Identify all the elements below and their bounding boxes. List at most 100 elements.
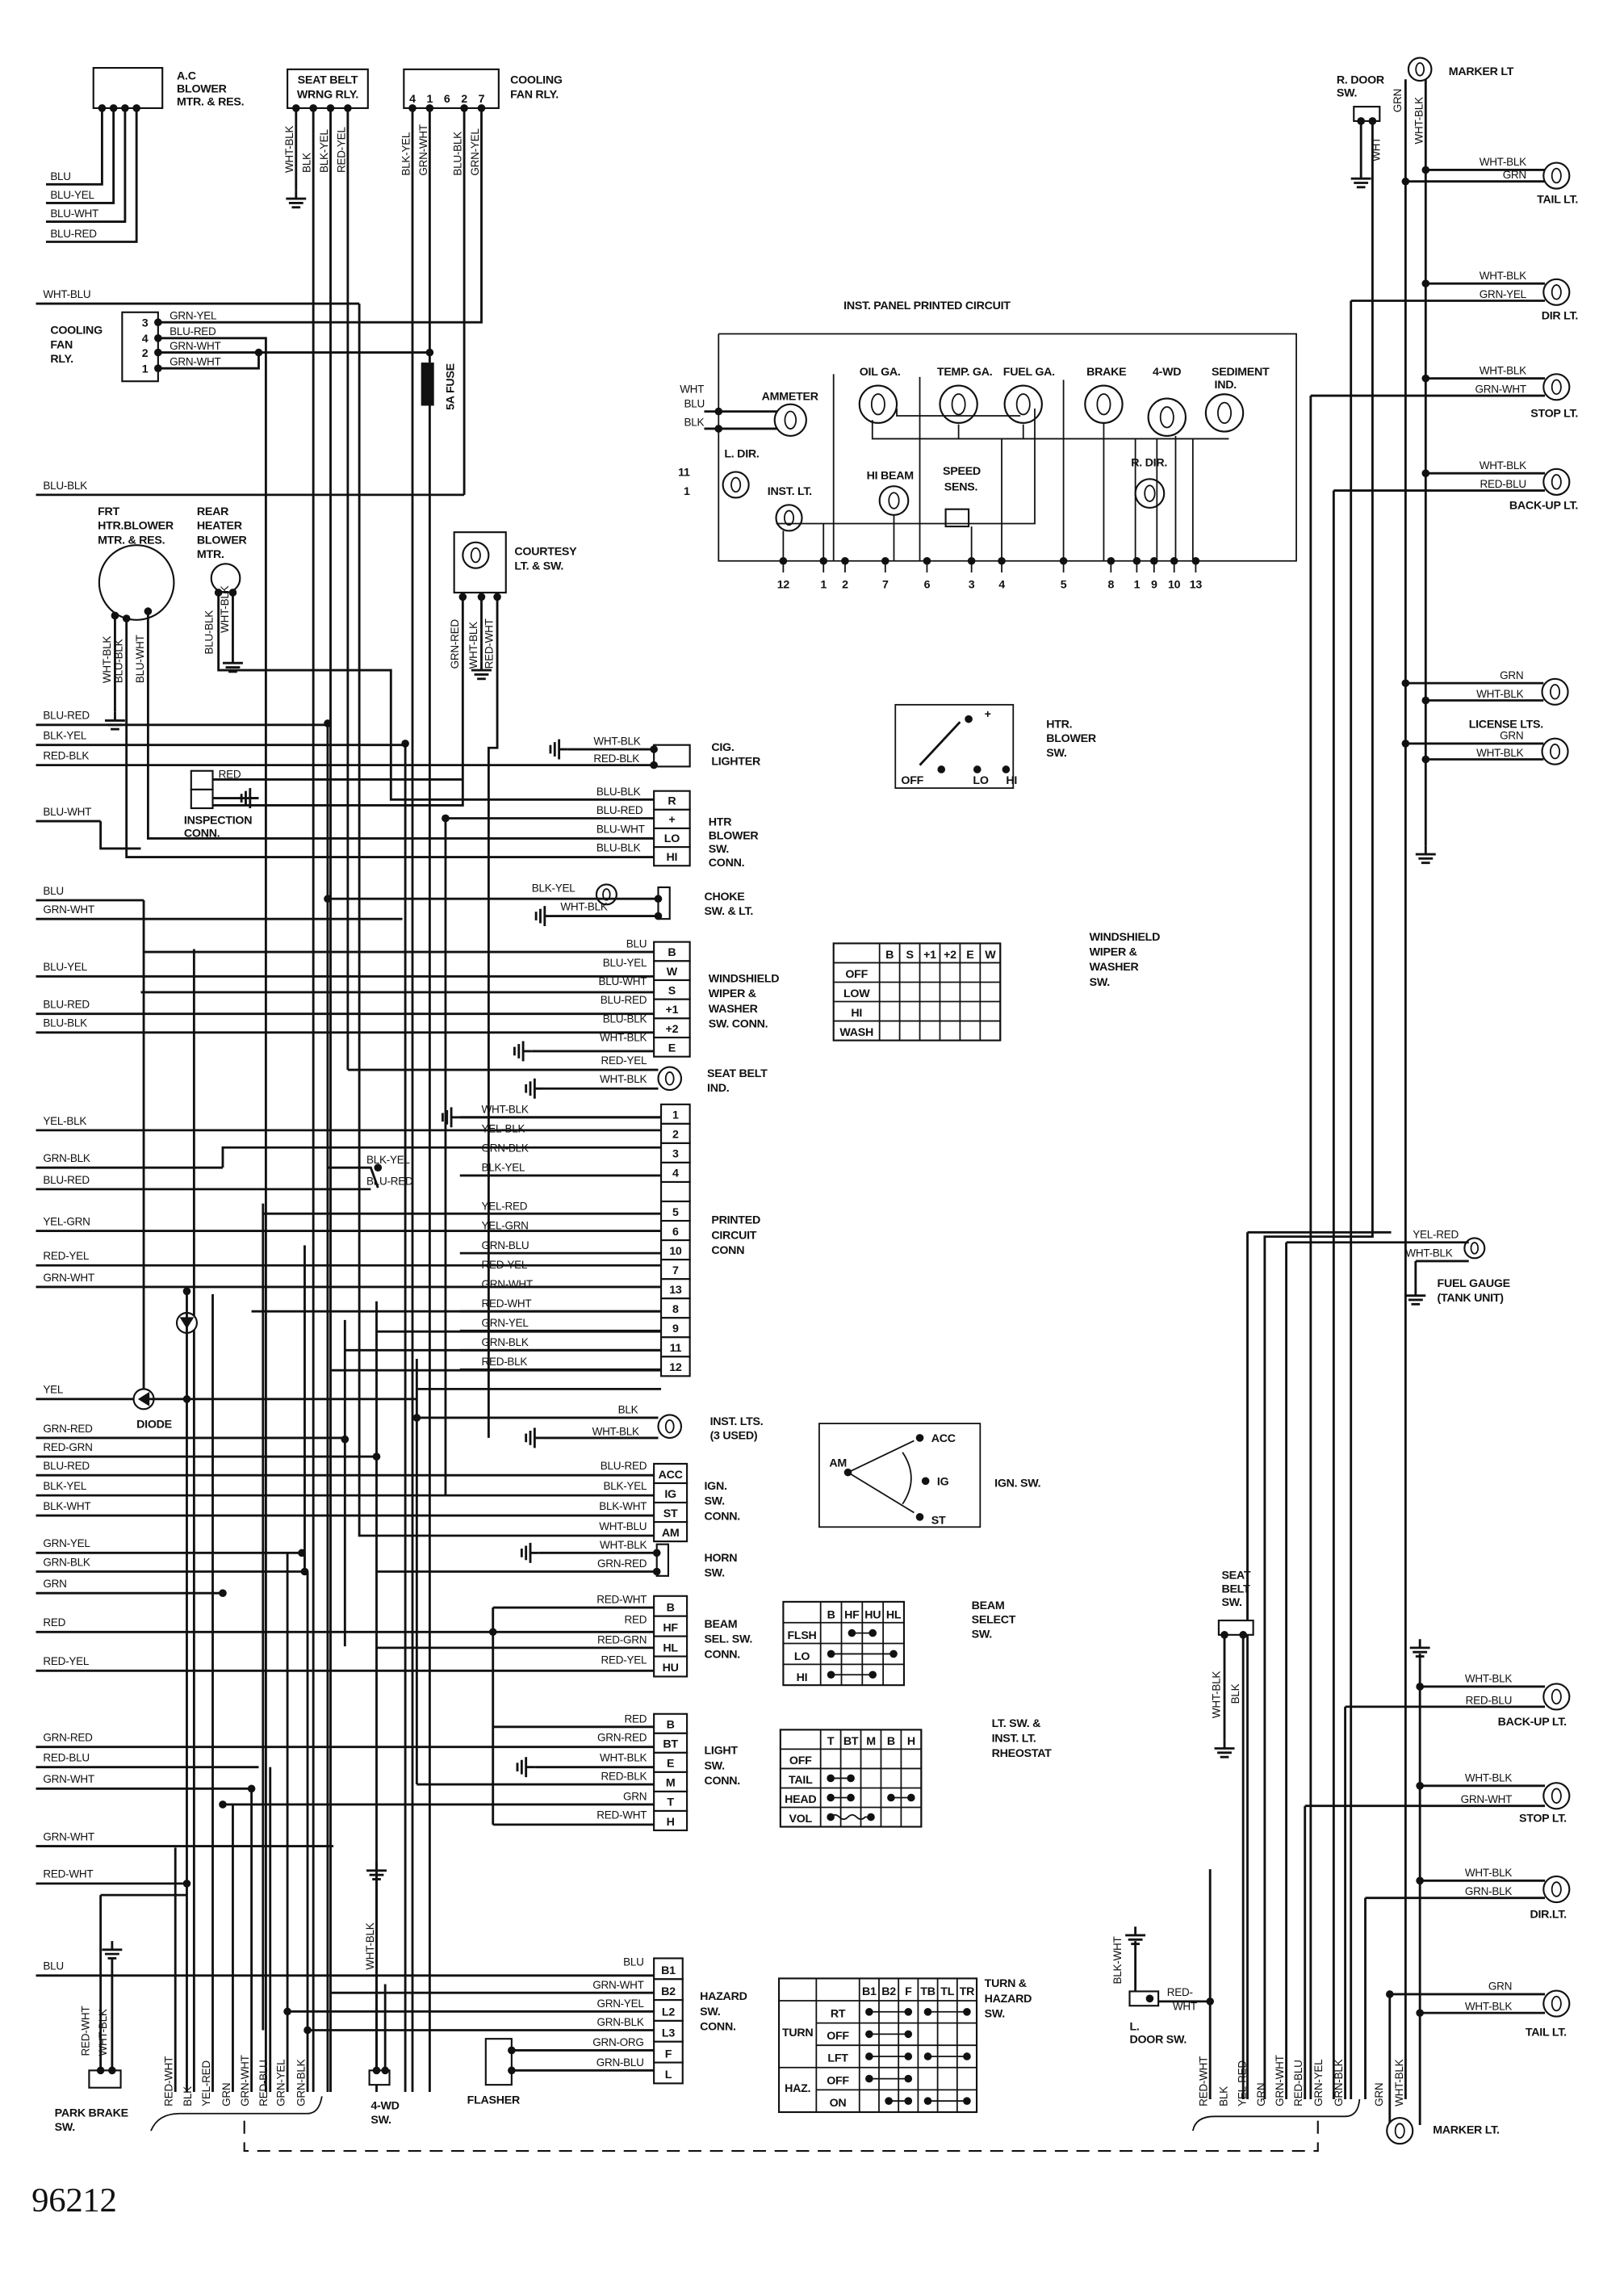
harness-wire-label: YEL-BLK bbox=[43, 1115, 86, 1127]
table-column-header: B1 bbox=[862, 1985, 877, 1998]
turn-hazard-sw-label: HAZARD bbox=[985, 1993, 1032, 2006]
junction-dot bbox=[458, 593, 467, 602]
junction-dot bbox=[219, 1589, 227, 1598]
choke-switch bbox=[657, 886, 671, 920]
contact-dot bbox=[923, 2007, 932, 2016]
junction-dot bbox=[300, 1567, 309, 1576]
seat-belt-sw-label: SW. bbox=[1221, 1596, 1241, 1609]
flasher-label: FLASHER bbox=[467, 2094, 520, 2106]
lamp-filament-icon bbox=[784, 509, 795, 526]
contact-dot bbox=[865, 2052, 873, 2060]
gauge-icon bbox=[1204, 393, 1245, 433]
pin-label: HF bbox=[663, 1621, 678, 1634]
wire bbox=[45, 107, 138, 243]
panel-lamp-label: SEDIMENT bbox=[1212, 366, 1270, 379]
pin-label: 12 bbox=[669, 1361, 682, 1374]
connector-pin bbox=[659, 1200, 691, 1222]
r-door-sw-label: SW. bbox=[1337, 87, 1357, 100]
seat-belt-sw-label: SEAT bbox=[1221, 1569, 1250, 1582]
pin-label: 4 bbox=[142, 333, 149, 346]
pin-label: L2 bbox=[662, 2006, 675, 2019]
terminal-label: 7 bbox=[882, 579, 889, 592]
choke-label: SW. & LT. bbox=[704, 905, 753, 918]
wire-label: GRN-YEL bbox=[1480, 288, 1527, 300]
inst-lt-lamp-icon bbox=[775, 504, 803, 532]
license-lamp-icon bbox=[1541, 677, 1569, 706]
harness-wire-label: BLU-BLK bbox=[43, 480, 87, 492]
contact-dot bbox=[827, 1670, 835, 1679]
wire-label: BLK-YEL bbox=[318, 129, 330, 173]
terminal-label: 12 bbox=[777, 579, 790, 592]
marker-lt-label: MARKER LT. bbox=[1433, 2124, 1499, 2137]
terminal-label: 1 bbox=[684, 485, 690, 498]
bundle-wire-label: GRN bbox=[220, 2083, 232, 2106]
wire-label: RED-WHT bbox=[596, 1809, 647, 1821]
pin-label: 8 bbox=[672, 1303, 679, 1316]
lamp-filament-icon bbox=[1551, 1688, 1562, 1705]
junction-dot bbox=[412, 1414, 421, 1422]
junction-dot bbox=[219, 1800, 227, 1809]
wire-label: GRN-WHT bbox=[1475, 383, 1526, 395]
r-door-switch bbox=[1353, 106, 1381, 123]
bundle-wire-label: RED-WHT bbox=[163, 2056, 175, 2106]
wire-label: BLU-RED bbox=[50, 228, 97, 240]
junction-dot bbox=[1421, 166, 1430, 174]
harness-wire-label: BLU-RED bbox=[43, 710, 90, 722]
gauge-icon bbox=[1003, 384, 1043, 424]
inspection-connector bbox=[190, 788, 214, 810]
wire-label: GRN-WHT bbox=[1461, 1793, 1512, 1805]
wire-label: WHT-BLK bbox=[1480, 364, 1526, 376]
pin-label: 7 bbox=[479, 93, 485, 106]
cooling-fan-relay-left-label: RLY. bbox=[50, 353, 73, 366]
trace bbox=[848, 1471, 915, 1514]
junction-dot bbox=[283, 2007, 291, 2016]
table-group-header: TURN bbox=[782, 2027, 813, 2039]
ac-blower-label: MTR. & RES. bbox=[177, 95, 244, 108]
contact-dot bbox=[904, 2007, 913, 2016]
wire bbox=[157, 107, 483, 324]
harness-wire-label: BLU bbox=[43, 1960, 64, 1972]
junction-dot bbox=[1145, 1994, 1154, 2003]
junction-dot bbox=[915, 1434, 924, 1442]
wire-label: GRN bbox=[1503, 169, 1526, 181]
wire-label: GRN bbox=[623, 1791, 647, 1803]
wire-label: GRN-RED bbox=[597, 1732, 647, 1744]
wiper-sw-label: WINDSHIELD bbox=[1090, 931, 1160, 944]
table-column-header: TB bbox=[920, 1985, 935, 1998]
contact-dot bbox=[904, 2052, 913, 2060]
bundle-wire-label: GRN-YEL bbox=[1312, 2059, 1325, 2106]
lamp-filament-icon bbox=[1470, 1242, 1480, 1255]
wire-label: GRN-BLK bbox=[481, 1336, 528, 1348]
wire-label: RED-BLK bbox=[601, 1771, 647, 1783]
table-row-header: OFF bbox=[789, 1754, 812, 1767]
wire-label: RED-BLK bbox=[481, 1356, 527, 1368]
courtesy-label: LT. & SW. bbox=[514, 560, 563, 572]
panel-input-wire-label: BLU bbox=[684, 397, 705, 409]
wire-label: WHT-BLK bbox=[1480, 156, 1526, 168]
bundle-wire-label: GRN bbox=[1373, 2083, 1385, 2106]
junction-dot bbox=[1421, 279, 1430, 287]
lamp-filament-icon bbox=[1551, 1995, 1562, 2012]
wire-label: BLK-WHT bbox=[599, 1500, 647, 1512]
wire-label: WHT-BLK bbox=[1476, 747, 1523, 759]
lamp-filament-icon bbox=[470, 547, 481, 564]
junction-dot bbox=[488, 1628, 497, 1637]
wire-label: GRN-YEL bbox=[481, 1317, 529, 1329]
wire bbox=[212, 597, 464, 807]
htr-blower-sw-label: BLOWER bbox=[1046, 732, 1096, 745]
pin-label: ST bbox=[663, 1507, 678, 1520]
harness-wire-label: RED-YEL bbox=[43, 1655, 89, 1667]
rear-lamp-label: BACK-UP LT. bbox=[1509, 500, 1578, 513]
contact-dot bbox=[963, 2097, 971, 2105]
connector-pin bbox=[653, 1655, 689, 1678]
bundle-wire-label: BLK bbox=[182, 2086, 194, 2106]
diode-label: DIODE bbox=[136, 1418, 172, 1431]
junction-dot bbox=[973, 765, 982, 773]
lamp-filament-icon bbox=[1551, 1788, 1562, 1804]
junction-dot bbox=[1421, 469, 1430, 477]
contact-dot bbox=[847, 1793, 855, 1802]
pin-label: S bbox=[668, 984, 676, 997]
pin-label: 3 bbox=[672, 1148, 679, 1161]
htr-blower-sw-label: HTR. bbox=[1046, 718, 1072, 731]
ign-conn-label: IGN. bbox=[704, 1480, 726, 1493]
